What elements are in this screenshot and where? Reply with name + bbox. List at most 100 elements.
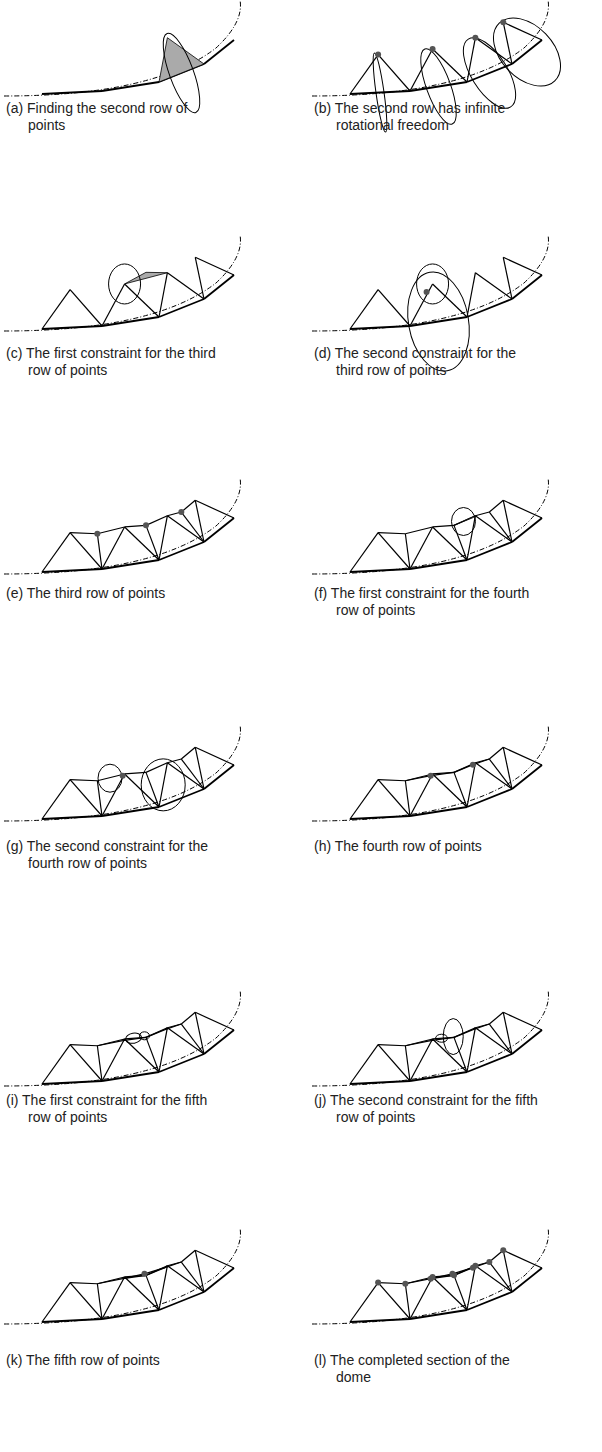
rotation-circle [139,1032,149,1040]
strut-line [512,1268,542,1292]
strut-line [42,569,102,572]
strut-line [467,1054,512,1072]
strut-line [454,1275,467,1310]
strut-line [97,1041,122,1046]
dome-outline [4,1228,241,1324]
strut-line [467,542,512,560]
strut-line [454,516,475,526]
strut-line [405,1041,430,1046]
strut-line [165,1028,167,1030]
point-dot [120,773,126,779]
strut-line [503,1012,542,1030]
strut-line [503,1250,542,1268]
point-dot [94,531,100,537]
strut-line [70,780,97,781]
strut-line [102,807,159,816]
point-dot [500,19,506,25]
strut-line [489,500,503,512]
rotation-circle [417,264,449,304]
strut-line [467,516,475,560]
dome-outline [312,725,549,821]
strut-line [204,275,234,299]
strut-line [125,527,159,560]
strut-line [97,1279,122,1284]
strut-line [378,780,405,781]
strut-line [473,1024,489,1030]
dome-panel [4,0,241,117]
strut-line [102,1039,125,1081]
strut-line [378,1045,410,1081]
dome-panel [312,1228,549,1324]
strut-line [454,765,473,773]
strut-line [97,1046,102,1081]
strut-line [475,763,512,789]
strut-line [159,1292,204,1310]
strut-line [181,1012,195,1024]
strut-line [102,82,159,91]
strut-line [195,500,234,518]
strut-line [433,527,467,560]
strut-line [144,1268,164,1274]
strut-line [146,772,159,807]
strut-line [433,284,467,317]
strut-line [42,326,102,329]
dome-panel [4,1228,241,1324]
strut-line [42,816,102,819]
strut-line [70,533,102,569]
strut-line [97,1277,124,1284]
strut-line [97,534,102,569]
strut-line [467,273,475,317]
strut-line [102,284,125,326]
strut-line [102,774,125,816]
dome-panel [4,235,241,331]
strut-line [433,1039,467,1072]
strut-line [475,1028,512,1054]
strut-line [102,527,125,569]
point-dot [178,509,184,515]
strut-line [70,1283,102,1319]
dome-panel [312,478,549,574]
strut-line [503,747,542,765]
strut-line [181,747,195,759]
strut-line [97,1039,124,1046]
dome-panel [312,725,549,821]
strut-line [433,525,454,527]
strut-line [350,91,410,94]
strut-line [204,1030,234,1054]
strut-line [165,1024,181,1030]
shaded-triangle [454,516,475,526]
strut-line [405,534,410,569]
strut-line [503,500,542,518]
strut-line [489,759,512,789]
point-dot [449,1271,455,1277]
strut-line [165,1266,167,1268]
strut-line [410,1072,467,1081]
strut-line [350,326,410,329]
panel-caption: (l) The completed section of the dome [314,1352,514,1386]
strut-line [102,1072,159,1081]
strut-line [181,512,204,542]
strut-line [489,747,503,759]
strut-line [195,257,204,299]
strut-line [204,765,234,789]
strut-line [123,1039,125,1041]
strut-line [146,1037,159,1072]
strut-line [378,1045,405,1046]
rotation-circle [443,1019,463,1055]
point-dot [428,773,434,779]
point-dot [424,289,430,295]
rotation-circle [141,759,185,811]
strut-line [165,1262,181,1268]
strut-line [350,533,378,572]
strut-line [97,527,124,534]
panel-caption: (e) The third row of points [6,585,266,602]
rotation-circle [451,507,475,535]
panel-caption: (g) The second constraint for the fourth… [6,838,238,872]
point-dot [500,1247,506,1253]
strut-line [159,1028,167,1072]
strut-line [195,1012,234,1030]
strut-line [475,516,512,542]
strut-line [473,1028,475,1030]
strut-line [159,542,204,560]
